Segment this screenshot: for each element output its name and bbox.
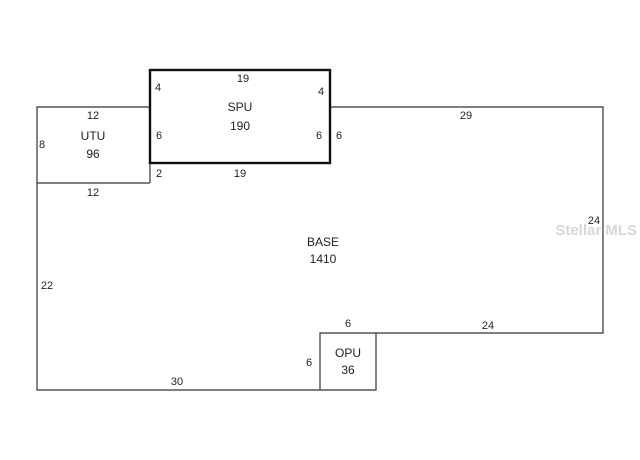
dim-opu-top: 6 (345, 318, 351, 330)
opu-outline (319, 332, 376, 390)
base-outline (36, 106, 604, 391)
spu-outline (148, 68, 332, 165)
utu-name: UTU (81, 129, 106, 143)
base-value: 1410 (310, 252, 337, 266)
dim-utu-top: 12 (87, 110, 99, 122)
dim-base-right: 24 (588, 215, 600, 227)
dim-base-bottom: 30 (171, 376, 183, 388)
dim-opu-left: 6 (306, 357, 312, 369)
spu-value: 190 (230, 119, 250, 133)
dim-base-bottom-right: 24 (482, 320, 494, 332)
dim-spu-left-lower: 6 (156, 130, 162, 142)
spu-name: SPU (228, 100, 253, 114)
dim-spu-top: 19 (237, 73, 249, 85)
opu-value: 36 (341, 363, 355, 377)
dim-utu-bottom: 12 (87, 187, 99, 199)
dim-spu-right-upper: 4 (318, 86, 324, 98)
utu-value: 96 (86, 147, 100, 161)
dim-base-top-right: 29 (460, 110, 472, 122)
dim-base-right-of-spu: 6 (336, 130, 342, 142)
dim-base-left-gap: 2 (156, 168, 162, 180)
base-name: BASE (307, 235, 339, 249)
opu-name: OPU (335, 346, 361, 360)
dim-spu-bottom: 19 (234, 168, 246, 180)
dim-base-left: 22 (41, 280, 53, 292)
dim-spu-left-upper: 4 (155, 82, 161, 94)
watermark-text: Stellar MLS (555, 222, 637, 239)
dim-utu-left: 8 (39, 139, 45, 151)
dim-spu-right-lower: 6 (316, 130, 322, 142)
